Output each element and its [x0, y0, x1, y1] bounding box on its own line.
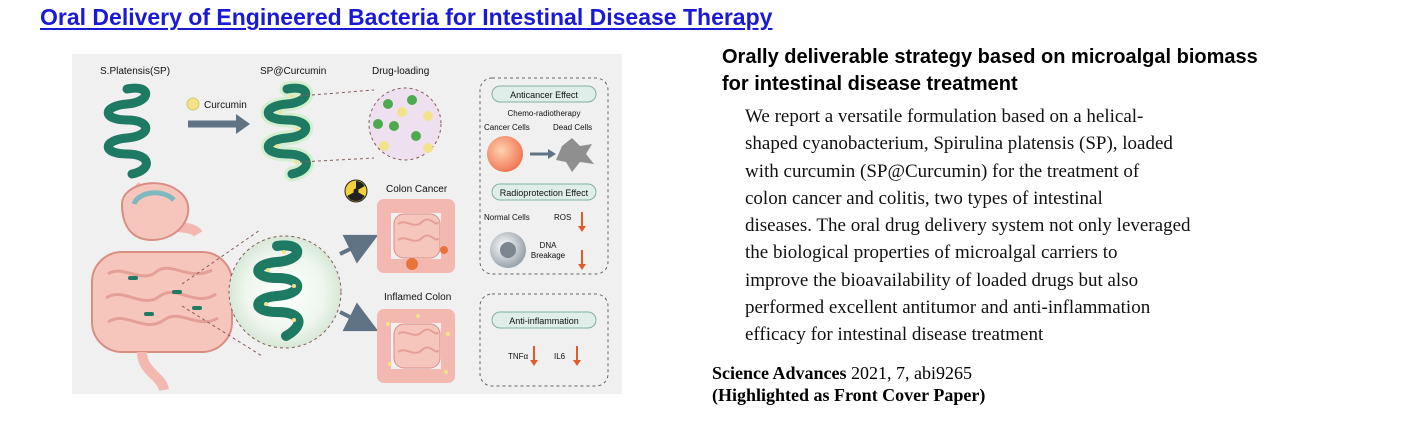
drug-particles-icon	[373, 95, 433, 153]
radiation-icon	[344, 179, 368, 203]
abstract-line: improve the bioavailability of loaded dr…	[745, 269, 1139, 291]
radioprotection-pill	[491, 183, 597, 201]
abstract-line: colon cancer and colitis, two types of i…	[745, 187, 1103, 209]
zoomed-helix-icon	[253, 240, 304, 341]
inflamed-colon-icon	[377, 309, 455, 383]
breakage-label: Breakage	[531, 251, 566, 260]
arrow-to-inflamed-icon	[339, 302, 379, 332]
dna-label: DNA	[540, 241, 558, 250]
citation: Science Advances 2021, 7, abi9265 (Highl…	[712, 362, 1312, 406]
figure-svg: S.Platensis(SP) SP@Curcumin Drug-loading…	[91, 66, 609, 392]
label-sp: S.Platensis(SP)	[100, 66, 170, 77]
page-title-link[interactable]: Oral Delivery of Engineered Bacteria for…	[40, 4, 773, 30]
abstract-heading: Orally deliverable strategy based on mic…	[722, 44, 1362, 98]
abstract-line: performed excellent antitumor and anti-i…	[745, 297, 1151, 319]
anti-inflammation-pill	[491, 311, 597, 329]
zoom-line	[181, 229, 261, 285]
zoom-line	[299, 89, 375, 97]
graphical-abstract-figure: S.Platensis(SP) SP@Curcumin Drug-loading…	[72, 54, 622, 394]
zoom-line	[181, 305, 263, 357]
colon-cancer-icon	[377, 199, 455, 273]
abstract-heading-line: for intestinal disease treatment	[722, 73, 1018, 95]
digestive-tract-icon	[91, 182, 233, 392]
sp-helix-icon	[103, 83, 151, 179]
anticancer-pill	[491, 85, 597, 103]
arrowhead-icon	[236, 114, 250, 134]
ros-label: ROS	[554, 213, 571, 222]
il6-label: IL6	[554, 352, 566, 361]
label-colon-cancer: Colon Cancer	[386, 184, 448, 195]
label-sp-curcumin: SP@Curcumin	[260, 66, 326, 77]
label-curcumin: Curcumin	[204, 100, 247, 111]
cancer-cell-icon	[487, 136, 523, 172]
label-drug-loading: Drug-loading	[372, 66, 429, 77]
citation-journal: Science Advances	[712, 363, 847, 383]
tnf-label: TNFα	[508, 352, 529, 361]
abstract-line: We report a versatile formulation based …	[745, 106, 1144, 127]
dead-cells-label: Dead Cells	[553, 123, 592, 132]
anticancer-title: Anticancer Effect	[510, 90, 578, 100]
abstract-line: shaped cyanobacterium, Spirulina platens…	[745, 133, 1173, 155]
abstract-line: diseases. The oral drug delivery system …	[745, 215, 1191, 237]
abstract-line: the biological properties of microalgal …	[745, 242, 1118, 264]
abstract-heading-line: Orally deliverable strategy based on mic…	[722, 46, 1258, 68]
dead-cell-icon	[556, 138, 594, 172]
normal-cells-label: Normal Cells	[484, 213, 530, 222]
citation-details: 2021, 7, abi9265	[851, 363, 972, 383]
citation-highlight: (Highlighted as Front Cover Paper)	[712, 385, 986, 405]
anti-inflammation-panel	[479, 293, 609, 387]
zoom-line	[299, 157, 375, 163]
curcumin-dot-icon	[186, 97, 200, 111]
arrow-to-cancer-icon	[339, 234, 379, 264]
chemo-label: Chemo-radiotherapy	[508, 109, 581, 118]
abstract-line: efficacy for intestinal disease treatmen…	[745, 324, 1044, 346]
abstract-body: We report a versatile formulation based …	[745, 103, 1345, 349]
radioprotection-title: Radioprotection Effect	[500, 188, 589, 198]
abstract-line: with curcumin (SP@Curcumin) for the trea…	[745, 160, 1140, 182]
cancer-cells-label: Cancer Cells	[484, 123, 530, 132]
anti-inflammation-title: Anti-inflammation	[509, 316, 579, 326]
label-inflamed-colon: Inflamed Colon	[384, 292, 451, 303]
sp-curcumin-helix-icon	[260, 80, 314, 182]
effects-panel	[479, 77, 609, 275]
